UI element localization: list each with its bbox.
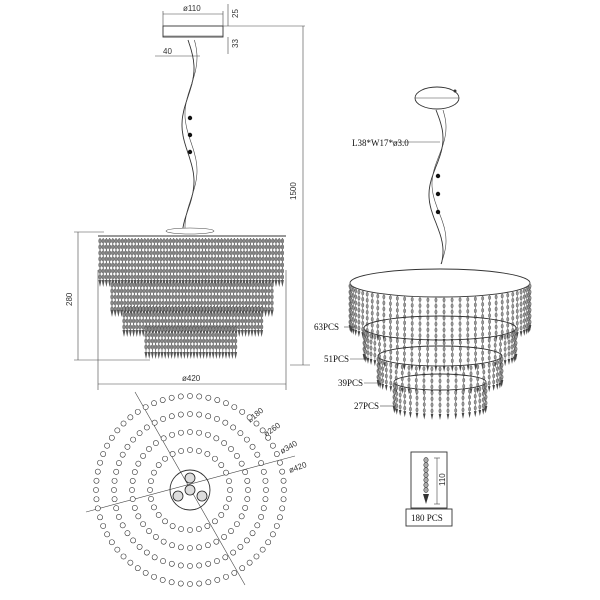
canopy-height-label: 25 — [231, 9, 240, 18]
crystal-length-label: 110 — [438, 473, 447, 486]
body-height-label: 280 — [65, 292, 74, 306]
canopy-inner-label: 33 — [231, 39, 240, 48]
suspension-chain-perspective — [428, 109, 447, 265]
total-height-label: 1500 — [289, 182, 298, 200]
tier1-count-label: 63PCS — [314, 322, 339, 332]
crystal-body-front — [98, 227, 286, 359]
crystal-body-perspective — [348, 268, 532, 420]
body-diameter-label: ø420 — [182, 374, 201, 383]
canopy-diameter-label: ø110 — [183, 4, 201, 13]
top-view: ø180 ø260 ø340 ø420 — [85, 391, 309, 587]
chain-spec-label: L38*W17*ø3.0 — [352, 138, 409, 148]
crystal-quantity-label: 180 PCS — [411, 513, 443, 523]
tier4-count-label: 27PCS — [354, 401, 379, 411]
ring-420-label: ø420 — [288, 460, 309, 475]
ring-340-label: ø340 — [279, 439, 300, 456]
crystal-detail-box: 110 180 PCS — [405, 451, 453, 527]
tier3-count-label: 39PCS — [338, 378, 363, 388]
suspension-chain — [181, 39, 198, 229]
perspective-view: L38*W17*ø3.0 63PCS 51PCS 39PCS 27PCS — [314, 86, 532, 420]
crystal-pendant-detail — [423, 457, 429, 504]
canopy — [162, 25, 224, 38]
front-elevation-view: ø110 25 33 40 1500 280 ø420 — [65, 4, 310, 390]
tier2-count-label: 51PCS — [324, 354, 349, 364]
stem-offset-label: 40 — [163, 47, 172, 56]
